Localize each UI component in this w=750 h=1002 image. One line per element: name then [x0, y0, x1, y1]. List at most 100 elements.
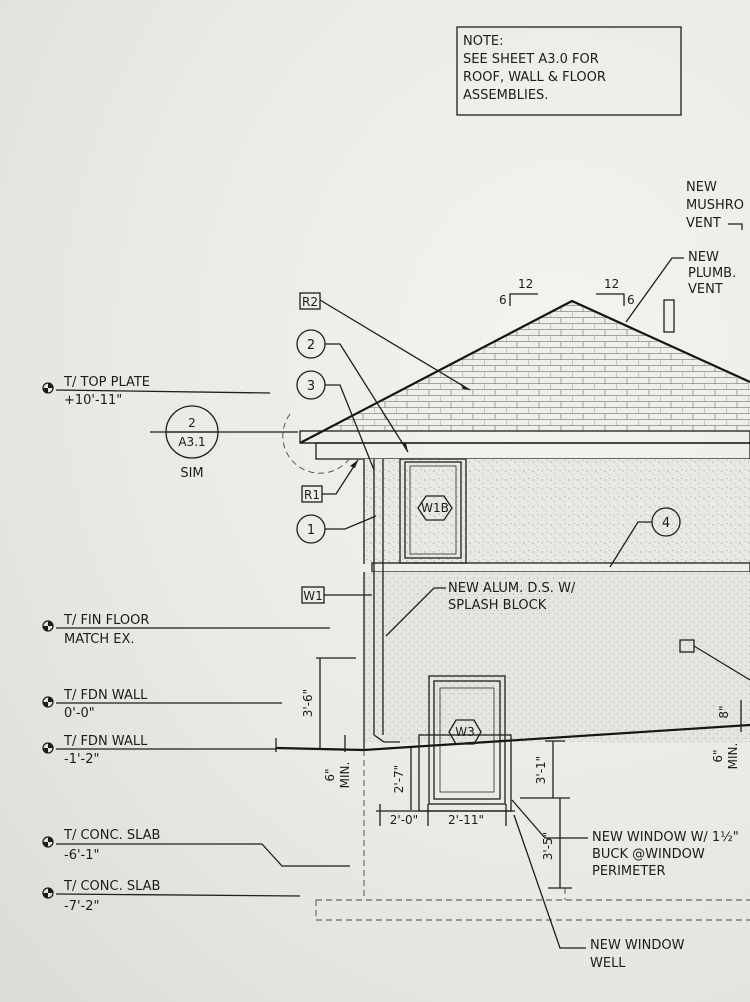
- annotation-window-well: NEW WINDOW WELL: [513, 814, 685, 971]
- window-tag-lower: [448, 719, 482, 745]
- level-fin-floor: T/ FIN FLOOR MATCH EX.: [42, 613, 330, 647]
- upper-wall: [363, 459, 750, 573]
- lower-wall-stucco: [364, 572, 750, 742]
- level-label: T/ TOP PLATE: [63, 375, 150, 390]
- roof: [299, 299, 750, 460]
- note-box: NOTE: SEE SHEET A3.0 FOR ROOF, WALL & FL…: [456, 26, 682, 116]
- tag-r1-label: R1: [304, 488, 320, 502]
- upper-wall-stucco: [364, 459, 750, 564]
- annotation-text: NEW WINDOW W/ 1½": [592, 830, 739, 845]
- annotation-text: NEW WINDOW: [590, 938, 685, 953]
- dim-6-min-b: 6": [711, 749, 725, 762]
- annotation-text: SPLASH BLOCK: [448, 598, 547, 613]
- tag-w1-label: W1: [303, 589, 323, 603]
- annotation-text: PERIMETER: [592, 864, 666, 879]
- annotation-text: NEW: [688, 250, 719, 265]
- lower-wall: [275, 572, 750, 752]
- tag-circle-3: 3: [296, 370, 375, 471]
- level-fdn-wall-0: T/ FDN WALL 0'-0": [42, 688, 282, 721]
- tag-r2: R2: [299, 292, 471, 391]
- annotation-text: NEW ALUM. D.S. W/: [448, 581, 576, 596]
- level-top-plate: T/ TOP PLATE +10'-11": [42, 375, 271, 408]
- tag-circle-2: 2: [296, 329, 409, 453]
- slope-left-rise: 6: [499, 293, 507, 307]
- tag-r2-label: R2: [302, 295, 318, 309]
- section-callout: 2 A3.1 SIM: [150, 405, 351, 481]
- slope-markers: 6 12 6 12: [499, 277, 635, 307]
- roof-ridge-line: [299, 299, 750, 444]
- annotation-text: VENT: [688, 282, 723, 297]
- dim-2-7: 2'-7": [392, 765, 406, 793]
- annotation-downspout: NEW ALUM. D.S. W/ SPLASH BLOCK: [385, 581, 576, 637]
- window-tag-upper-label: W1B: [421, 501, 449, 515]
- annotation-mushroom-vent: NEW MUSHRO VENT: [686, 180, 744, 231]
- fascia: [299, 430, 750, 444]
- level-value: +10'-11": [64, 393, 122, 408]
- annotation-text: PLUMB.: [688, 266, 736, 281]
- dim-8: 8": [717, 705, 731, 718]
- annotation-plumb-vent: NEW PLUMB. VENT: [625, 250, 736, 323]
- annotation-text: VENT: [686, 216, 721, 231]
- annotation-window-buck: NEW WINDOW W/ 1½" BUCK @WINDOW PERIMETER: [511, 799, 739, 879]
- wall-vent-box: [679, 639, 750, 681]
- dim-2-11: 2'-11": [448, 813, 484, 827]
- dim-min-b: MIN.: [726, 743, 740, 770]
- note-frame: [456, 26, 682, 116]
- dim-3-1: 3'-1": [534, 756, 548, 784]
- dim-6-min-a: 6": [323, 768, 337, 781]
- dim-2-0: 2'-0": [390, 813, 418, 827]
- soffit: [315, 442, 750, 460]
- window-tag-upper: [417, 495, 453, 521]
- lower-window: W3: [418, 675, 512, 812]
- tag-circle-4-label: 4: [662, 516, 670, 531]
- section-sheet: A3.1: [178, 435, 205, 449]
- annotation-text: WELL: [590, 956, 626, 971]
- slope-left-run: 12: [518, 277, 533, 291]
- annotation-text: NEW: [686, 180, 717, 195]
- section-sim-label: SIM: [180, 466, 203, 481]
- annotation-text: MUSHRO: [686, 198, 744, 213]
- downspout: [373, 459, 400, 743]
- level-conc-slab-2: T/ CONC. SLAB -7'-2": [42, 879, 301, 914]
- level-fdn-wall-1: T/ FDN WALL -1'-2": [42, 734, 276, 767]
- slope-right-rise: 6: [627, 293, 635, 307]
- foundation-outline: [315, 750, 750, 921]
- level-value: -7'-2": [64, 899, 99, 914]
- note-line-2: SEE SHEET A3.0 FOR: [463, 52, 599, 67]
- level-value: -1'-2": [64, 752, 99, 767]
- tag-r1: R1: [301, 459, 359, 503]
- dimension-lines: 3'-6" 6" MIN. 2'-7" 2'-0" 2'-11" 3'-1" 3…: [301, 657, 742, 889]
- tag-w1: W1: [301, 586, 372, 604]
- level-label: T/ CONC. SLAB: [63, 879, 160, 894]
- level-value: 0'-0": [64, 706, 95, 721]
- window-tag-lower-label: W3: [455, 725, 475, 739]
- tag-wall-circle-1-label: 1: [307, 523, 315, 538]
- slope-right-run: 12: [604, 277, 619, 291]
- level-value: -6'-1": [64, 848, 99, 863]
- upper-window: W1B: [399, 458, 467, 564]
- level-conc-slab-1: T/ CONC. SLAB -6'-1": [42, 828, 350, 867]
- note-line-1: NOTE:: [463, 34, 504, 49]
- section-number: 2: [188, 416, 196, 430]
- grade-line: [363, 723, 750, 752]
- level-label: T/ FDN WALL: [63, 688, 148, 703]
- level-label: T/ FDN WALL: [63, 734, 148, 749]
- plumb-vent-pipe: [663, 299, 675, 333]
- tag-circle-3-label: 3: [307, 379, 315, 394]
- level-label: T/ CONC. SLAB: [63, 828, 160, 843]
- roof-shingles: [322, 302, 750, 431]
- floor-band: [371, 562, 750, 573]
- level-markers: T/ TOP PLATE +10'-11" T/ FIN FLOOR MATCH…: [42, 375, 350, 914]
- tag-wall-circle-1: 1: [296, 514, 377, 544]
- tag-circle-4: 4: [609, 507, 681, 568]
- dim-min-a: MIN.: [338, 762, 352, 789]
- tag-circle-2-label: 2: [307, 338, 315, 353]
- level-value: MATCH EX.: [64, 632, 135, 647]
- annotation-text: BUCK @WINDOW: [592, 847, 705, 862]
- dim-3-5: 3'-5": [541, 832, 555, 860]
- note-line-4: ASSEMBLIES.: [463, 88, 548, 103]
- level-label: T/ FIN FLOOR: [63, 613, 149, 628]
- detail-circle-dashed: [282, 413, 351, 474]
